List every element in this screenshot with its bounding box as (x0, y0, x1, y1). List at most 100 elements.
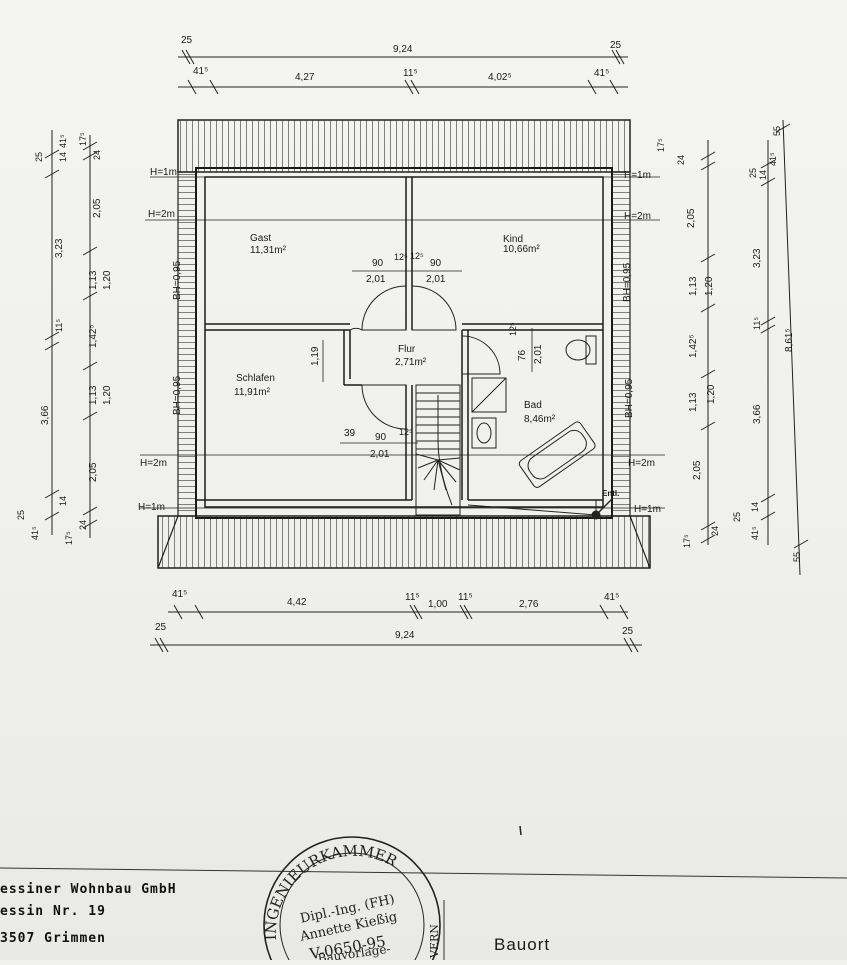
height-mark-h1-bottom-right: H=1m (634, 504, 661, 515)
top-dim-overall: 9,24 (393, 44, 413, 55)
left-outer-1: 3,23 (54, 238, 65, 258)
right-inner-bot-a: 24 (710, 526, 720, 536)
right-mid-wall: 11⁵ (752, 317, 762, 330)
top-dimension-lines (178, 49, 628, 95)
left-inner-1: 2,05 (92, 198, 103, 218)
right-inner-top-a: 17⁵ (656, 138, 666, 152)
top-dim-margin-left: 25 (181, 35, 193, 46)
left-outer-bot-a: 25 (16, 510, 26, 520)
left-outer-mid: 11⁵ (54, 319, 64, 332)
left-outer-2: 3,66 (40, 405, 51, 425)
height-mark-h2-top-left: H=2m (148, 209, 175, 220)
right-mid-bot-a: 25 (732, 512, 742, 522)
right-mid-top-a: 25 (748, 168, 758, 178)
door-bad-height: 2,01 (533, 344, 544, 364)
height-mark-h2-top-right: H=2m (624, 211, 651, 222)
room-kind-area: 10,66m² (503, 244, 540, 255)
door-dimension-lines (322, 270, 533, 444)
bh-mark-left-bottom: BH=0,95 (172, 375, 183, 415)
right-inner-3: 1,20 (704, 276, 715, 296)
room-bad-name: Bad (524, 400, 542, 411)
left-outer-top-c: 41⁵ (58, 134, 68, 148)
door-bad-width: 76 (517, 349, 528, 361)
right-inner-bot-b: 17⁵ (682, 534, 692, 548)
right-inner-1: 2,05 (686, 208, 697, 228)
height-mark-h2-bottom-right: H=2m (628, 458, 655, 469)
height-lines (140, 176, 665, 509)
staircase (415, 384, 461, 516)
left-inner-5: 1,13 (88, 385, 99, 405)
right-mid-bot-b: 14 (750, 502, 760, 512)
top-dim-wall-right: 41⁵ (594, 68, 609, 79)
bottom-dim-wall-left: 41⁵ (172, 589, 187, 600)
door-gast-width: 90 (372, 258, 384, 269)
bottom-dim-room-left: 4,42 (287, 597, 307, 608)
left-inner-7: 2,05 (88, 462, 99, 482)
right-mid-2: 3,66 (752, 404, 763, 424)
right-mid-top-b: 14 (758, 170, 768, 180)
bottom-dim-wall-b: 11⁵ (458, 592, 473, 603)
right-inner-4: 1,42⁵ (688, 334, 699, 358)
engineer-stamp: INGENIEURKAMMER Dipl.-Ing. (FH) Annette … (262, 836, 441, 965)
bottom-dim-wall-a: 11⁵ (405, 592, 420, 603)
room-bad-area: 8,46m² (524, 414, 556, 425)
room-gast-name: Gast (250, 233, 271, 244)
room-flur-name: Flur (398, 344, 416, 355)
top-dim-mid-wall: 11⁵ (403, 68, 418, 79)
left-outer-bot-b: 14 (58, 496, 68, 506)
company-city: 3507 Grimmen (0, 931, 106, 946)
room-flur-area: 2,71m² (395, 357, 427, 368)
right-inner-5: 1,13 (688, 392, 699, 412)
right-dimension-lines (700, 119, 809, 576)
bottom-dim-overall: 9,24 (395, 630, 415, 641)
height-mark-h1-bottom-left: H=1m (138, 502, 165, 513)
door-schlafen-wall: 12⁵ (399, 427, 413, 437)
bottom-dim-margin-right: 25 (622, 626, 634, 637)
right-outer-top: 55 (772, 126, 782, 136)
top-dim-wall-left: 41⁵ (193, 66, 208, 77)
door-gast-height: 2,01 (366, 274, 386, 285)
top-dim-room-left: 4,27 (295, 72, 315, 83)
left-inner-3: 1,20 (102, 270, 113, 290)
right-mid-top-c: 41⁵ (768, 152, 778, 166)
left-inner-bot-a: 24 (78, 520, 88, 530)
bottom-dim-room-right: 2,76 (519, 599, 539, 610)
height-mark-h2-bottom-left: H=2m (140, 458, 167, 469)
left-inner-bot-b: 17⁵ (64, 531, 74, 545)
left-outer-top-b: 14 (58, 152, 68, 162)
bottom-dim-stair: 1,00 (428, 599, 448, 610)
room-schlafen-name: Schlafen (236, 373, 275, 384)
vent-label: Entl. (602, 489, 619, 498)
height-mark-h1-top-right: H=1m (624, 170, 651, 181)
top-dim-margin-right: 25 (610, 40, 622, 51)
top-dim-room-right: 4,02⁵ (488, 72, 512, 83)
room-gast-area: 11,31m² (250, 245, 287, 256)
bottom-dim-margin-left: 25 (155, 622, 167, 633)
left-outer-bot-c: 41⁵ (30, 526, 40, 540)
door-wall-b: 12⁵ (410, 251, 424, 261)
right-inner-6: 1,20 (706, 384, 717, 404)
bottom-dim-wall-right: 41⁵ (604, 592, 619, 603)
right-outer-total: 8,61⁵ (784, 328, 795, 352)
right-inner-top-b: 24 (676, 155, 686, 165)
right-inner-7: 2,05 (692, 460, 703, 480)
door-wall-a: 12⁵ (394, 252, 408, 262)
door-bad-wall: 12⁵ (508, 322, 518, 336)
left-inner-2: 1,13 (88, 270, 99, 290)
bathroom-fixtures (467, 335, 613, 520)
door-swings (349, 285, 501, 430)
door-schlafen-height: 2,01 (370, 449, 390, 460)
left-outer-top-a: 25 (34, 152, 44, 162)
left-inner-4: 1,42⁵ (88, 324, 99, 348)
left-dimension-lines (44, 130, 98, 538)
door-schlafen-side: 39 (344, 428, 356, 439)
right-mid-1: 3,23 (752, 248, 763, 268)
right-mid-bot-c: 41⁵ (750, 526, 760, 540)
room-kind-name: Kind (503, 234, 523, 245)
schlafen-vertical-dim: 1,19 (310, 346, 321, 366)
door-kind-height: 2,01 (426, 274, 446, 285)
bh-mark-left-top: BH=0,95 (172, 260, 183, 300)
room-schlafen-area: 11,91m² (234, 387, 271, 398)
bh-mark-right-bottom: BH=0,95 (624, 378, 635, 418)
